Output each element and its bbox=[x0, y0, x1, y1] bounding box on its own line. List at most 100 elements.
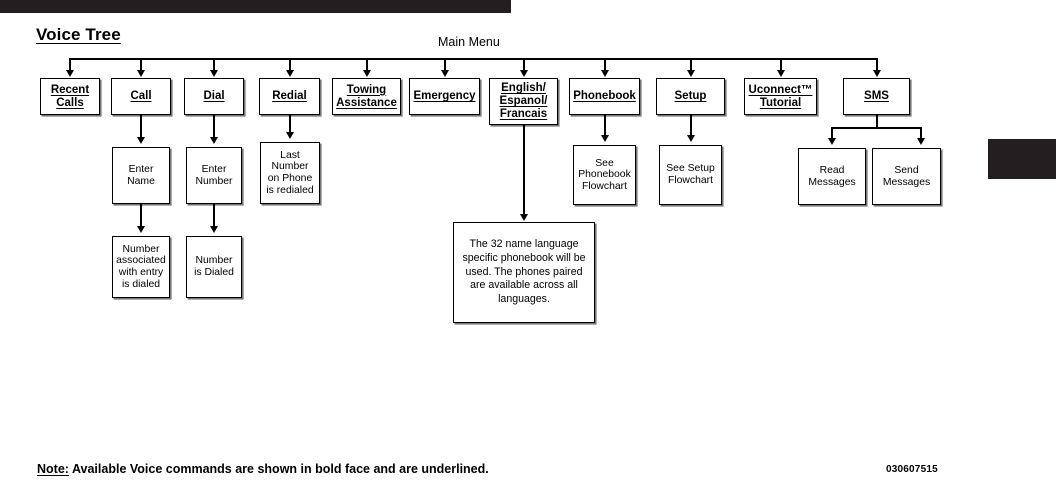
node-number-associated-line-2: associated bbox=[116, 255, 166, 267]
node-language-note-line-4: are available across all bbox=[470, 279, 578, 292]
connector-sms-split bbox=[832, 127, 922, 129]
node-see-setup-line-2: Flowchart bbox=[667, 175, 714, 186]
top-black-bar bbox=[0, 0, 511, 13]
node-number-is-dialed-line-1: Number bbox=[195, 255, 233, 267]
node-language-note-line-2: specific phonebook will be bbox=[462, 251, 586, 264]
connector-call bbox=[140, 58, 142, 71]
node-enter-number[interactable]: Enter Number bbox=[186, 147, 242, 204]
node-enter-name-line-1: Enter bbox=[128, 163, 154, 175]
connector-read-messages bbox=[831, 127, 833, 139]
node-last-number-line-3: on Phone bbox=[267, 173, 313, 184]
arrowhead-see-phonebook-flowchart bbox=[601, 135, 609, 142]
node-towing-assistance[interactable]: Towing Assistance bbox=[332, 78, 401, 115]
node-phonebook[interactable]: Phonebook bbox=[569, 78, 640, 115]
node-recent-calls-line-2: Calls bbox=[56, 96, 84, 109]
node-language-note-line-5: languages. bbox=[498, 293, 550, 306]
node-enter-name-line-2: Name bbox=[127, 175, 155, 187]
node-see-phonebook-line-3: Flowchart bbox=[581, 180, 628, 192]
connector-language bbox=[523, 58, 525, 71]
node-enter-number-line-1: Enter bbox=[201, 163, 227, 175]
connector-send-messages bbox=[920, 127, 922, 139]
node-read-messages[interactable]: Read Messages bbox=[798, 148, 866, 205]
footnote-lead: Note: bbox=[37, 462, 69, 476]
arrowhead-redial bbox=[286, 70, 294, 77]
node-recent-calls[interactable]: Recent Calls bbox=[40, 78, 100, 115]
node-phonebook-label: Phonebook bbox=[573, 90, 636, 103]
arrowhead-send-messages bbox=[917, 138, 925, 145]
node-towing-assistance-line-1: Towing bbox=[346, 83, 387, 96]
connector-redial bbox=[289, 58, 291, 71]
node-last-number-line-2: Number bbox=[271, 161, 309, 173]
node-language-note-line-1: The 32 name language bbox=[469, 237, 579, 250]
node-last-number-redialed[interactable]: Last Number on Phone is redialed bbox=[260, 142, 320, 204]
node-recent-calls-line-1: Recent bbox=[50, 83, 90, 96]
node-read-messages-line-1: Read bbox=[819, 164, 845, 176]
node-setup[interactable]: Setup bbox=[656, 78, 725, 115]
node-number-associated[interactable]: Number associated with entry is dialed bbox=[112, 236, 170, 298]
node-sms[interactable]: SMS bbox=[843, 78, 910, 115]
connector-phonebook-to-flowchart bbox=[604, 115, 606, 136]
connector-phonebook bbox=[604, 58, 606, 71]
arrowhead-enter-number bbox=[210, 137, 218, 144]
arrowhead-phonebook bbox=[601, 70, 609, 77]
node-call[interactable]: Call bbox=[111, 78, 171, 115]
node-send-messages[interactable]: Send Messages bbox=[872, 148, 941, 205]
node-language-line-3: Francais bbox=[499, 107, 548, 120]
node-number-associated-line-3: with entry bbox=[118, 267, 164, 278]
arrowhead-emergency bbox=[441, 70, 449, 77]
document-code: 030607515 bbox=[886, 464, 938, 475]
node-towing-assistance-line-2: Assistance bbox=[336, 96, 397, 109]
node-language[interactable]: English/ Espanol/ Francais bbox=[489, 78, 558, 125]
main-bus-line bbox=[70, 58, 878, 60]
arrowhead-language-note bbox=[520, 214, 528, 221]
node-language-line-1: English/ bbox=[501, 82, 546, 95]
node-uconnect-tutorial-line-1: Uconnect™ bbox=[748, 83, 813, 96]
node-send-messages-line-1: Send bbox=[894, 164, 919, 176]
root-node-label: Main Menu bbox=[438, 35, 500, 49]
right-edge-black-marker bbox=[988, 139, 1056, 179]
footnote: Note: Available Voice commands are shown… bbox=[37, 462, 489, 476]
node-dial[interactable]: Dial bbox=[184, 78, 244, 115]
node-see-setup-flowchart[interactable]: See Setup Flowchart bbox=[659, 145, 722, 205]
node-last-number-line-1: Last bbox=[280, 149, 300, 161]
connector-language-to-note bbox=[523, 125, 525, 215]
connector-enter-name-to-number-assoc bbox=[140, 204, 142, 227]
node-send-messages-line-2: Messages bbox=[882, 176, 931, 188]
connector-dial-to-enter-number bbox=[213, 115, 215, 138]
arrowhead-recent-calls bbox=[66, 70, 74, 77]
node-number-is-dialed[interactable]: Number is Dialed bbox=[186, 236, 242, 298]
arrowhead-towing-assistance bbox=[363, 70, 371, 77]
node-see-phonebook-line-2: Phonebook bbox=[578, 169, 631, 181]
footnote-text: Available Voice commands are shown in bo… bbox=[71, 462, 489, 476]
node-language-note-line-3: used. The phones paired bbox=[465, 265, 583, 278]
node-number-associated-line-1: Number bbox=[122, 243, 160, 255]
arrowhead-language bbox=[520, 70, 528, 77]
arrowhead-number-is-dialed bbox=[210, 226, 218, 233]
node-language-line-2: Espanol/ bbox=[499, 95, 548, 108]
node-setup-label: Setup bbox=[674, 90, 707, 103]
connector-emergency bbox=[444, 58, 446, 71]
connector-redial-to-last-number bbox=[289, 115, 291, 133]
node-see-phonebook-flowchart[interactable]: See Phonebook Flowchart bbox=[573, 145, 636, 205]
node-redial[interactable]: Redial bbox=[259, 78, 320, 115]
arrowhead-uconnect-tutorial bbox=[777, 70, 785, 77]
node-language-note: The 32 name language specific phonebook … bbox=[453, 222, 595, 323]
node-uconnect-tutorial[interactable]: Uconnect™ Tutorial bbox=[744, 78, 817, 115]
connector-call-to-enter-name bbox=[140, 115, 142, 138]
page-title: Voice Tree bbox=[36, 25, 121, 44]
arrowhead-call bbox=[137, 70, 145, 77]
arrowhead-number-associated bbox=[137, 226, 145, 233]
arrowhead-setup bbox=[687, 70, 695, 77]
node-uconnect-tutorial-line-2: Tutorial bbox=[759, 96, 802, 109]
connector-setup-to-flowchart bbox=[690, 115, 692, 136]
connector-sms-stem bbox=[876, 115, 878, 128]
node-call-label: Call bbox=[130, 90, 152, 103]
node-dial-label: Dial bbox=[203, 90, 225, 103]
connector-uconnect-tutorial bbox=[780, 58, 782, 71]
node-last-number-line-4: is redialed bbox=[266, 184, 314, 196]
node-enter-name[interactable]: Enter Name bbox=[112, 147, 170, 204]
arrowhead-read-messages bbox=[828, 138, 836, 145]
node-read-messages-line-2: Messages bbox=[808, 176, 856, 188]
node-emergency[interactable]: Emergency bbox=[409, 78, 480, 115]
